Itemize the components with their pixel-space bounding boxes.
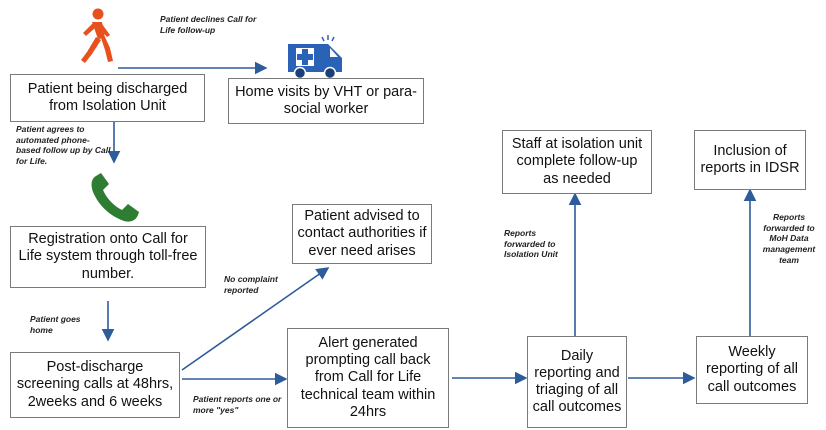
telephone-icon: [91, 173, 139, 222]
staff-box: Staff at isolation unit complete follow-…: [502, 130, 652, 194]
note-reports-yes: Patient reports one or more "yes": [193, 394, 282, 415]
note-goes-home: Patient goes home: [30, 314, 81, 335]
weekly-box: Weekly reporting of all call outcomes: [696, 336, 808, 404]
discharge-box: Patient being discharged from Isolation …: [10, 74, 205, 122]
screening-box: Post-discharge screening calls at 48hrs,…: [10, 352, 180, 418]
alert-box: Alert generated prompting call back from…: [287, 328, 449, 428]
daily-box: Daily reporting and triaging of all call…: [527, 336, 627, 428]
note-forwarded-isolation: Reports forwarded to Isolation Unit: [504, 228, 558, 260]
ambulance-icon: [288, 35, 342, 80]
note-forwarded-moh: Reports forwarded to MoH Data management…: [762, 212, 816, 265]
note-no-complaint: No complaint reported: [224, 274, 278, 295]
inclusion-box: Inclusion of reports in IDSR: [694, 130, 806, 190]
advised-box: Patient advised to contact authorities i…: [292, 204, 432, 264]
note-declines: Patient declines Call for Life follow-up: [160, 14, 257, 35]
registration-box: Registration onto Call for Life system t…: [10, 226, 206, 288]
arrow-no-complaint: [181, 267, 330, 371]
home-visits-box: Home visits by VHT or para-social worker: [228, 78, 424, 124]
walking-person-icon: [81, 8, 113, 63]
note-agrees: Patient agrees to automated phone-based …: [16, 124, 111, 166]
